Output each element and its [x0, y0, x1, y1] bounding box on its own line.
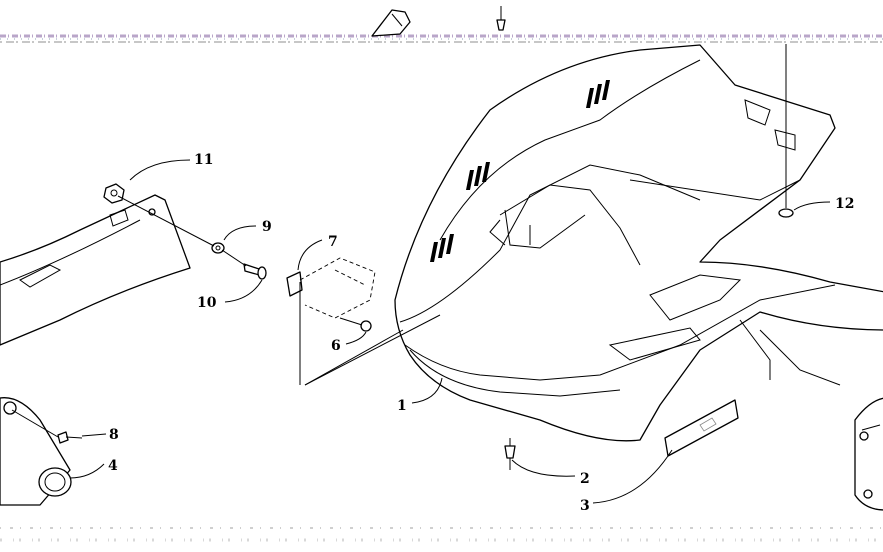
callout-6: 6 [331, 338, 341, 354]
grommet-12 [778, 44, 794, 218]
callout-4: 4 [108, 458, 118, 474]
front-fender-body [394, 44, 883, 442]
callout-12: 12 [835, 196, 854, 212]
rivet-2 [504, 438, 516, 470]
scan-noise-top [0, 34, 883, 43]
scan-noise-bottom [0, 527, 883, 542]
screw-10 [243, 263, 267, 280]
bracket-7 [286, 257, 376, 319]
top-rivet [496, 6, 506, 31]
nut-11 [103, 183, 125, 204]
assembly-lines [11, 195, 441, 438]
top-fragment-part [371, 9, 411, 37]
screw-6 [339, 317, 372, 332]
lower-left-panel [0, 397, 72, 506]
callout-9: 9 [262, 219, 272, 235]
callouts: 1 2 3 4 6 7 8 9 10 11 12 [108, 152, 854, 514]
callout-7: 7 [328, 234, 338, 250]
left-side-panel [0, 194, 191, 346]
callout-2: 2 [580, 471, 590, 487]
callout-3: 3 [580, 498, 590, 514]
rivet-8 [57, 431, 83, 444]
callout-8: 8 [109, 427, 119, 443]
fender-vents [430, 80, 610, 262]
washer-9 [211, 242, 225, 254]
scuff-plate [664, 399, 739, 457]
right-fender-fragment [854, 397, 883, 511]
callout-10: 10 [197, 295, 217, 311]
callout-1: 1 [397, 398, 407, 414]
leader-lines [69, 159, 831, 504]
callout-11: 11 [194, 152, 213, 168]
